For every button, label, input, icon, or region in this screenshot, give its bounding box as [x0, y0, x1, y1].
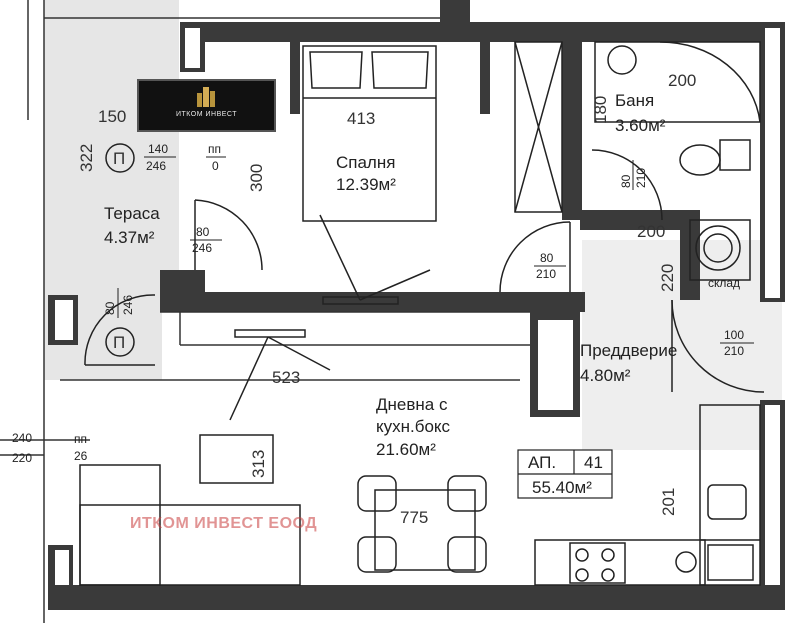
terrace-door-h: 246	[192, 241, 212, 255]
wall-dim-201: 201	[659, 488, 678, 516]
terrace-dim-a: 150	[98, 107, 126, 126]
bed	[302, 45, 437, 222]
window-top-w: 140	[148, 142, 168, 156]
entrance-door-h: 210	[724, 344, 744, 358]
window-top-pp-value: 0	[212, 159, 219, 173]
hall-dim-b: 220	[658, 264, 677, 292]
window-top-h: 246	[146, 159, 166, 173]
apartment-box	[517, 449, 613, 499]
watermark: ИТКОМ ИНВЕСТ ЕООД	[130, 515, 318, 532]
left-pp: пп	[74, 432, 87, 446]
storage-name: склад	[708, 276, 740, 290]
apartment-label: АП.	[528, 453, 556, 472]
living-name-2: кухн.бокс	[376, 417, 451, 436]
bath-fixtures	[594, 41, 761, 281]
door-labels: 80 210 80 210 80 246 100 210 80 246 140 …	[103, 142, 754, 358]
living-dim-c: 313	[249, 450, 268, 478]
window-top-pp: пп	[208, 142, 221, 156]
living-area: 21.60м²	[376, 440, 436, 459]
living-dim-b: 775	[400, 508, 428, 527]
building-icon	[197, 87, 215, 107]
window-left-h: 246	[121, 295, 135, 315]
terrace-dim-b: 322	[77, 144, 96, 172]
entrance-door-w: 100	[724, 328, 744, 342]
bathroom-area: 3.60м²	[615, 116, 666, 135]
wardrobe	[514, 41, 563, 213]
bathroom-dim-a: 200	[668, 71, 696, 90]
bathroom-dim-b: 180	[591, 96, 610, 124]
hall-dim-a: 200	[637, 222, 665, 241]
living-name-1: Дневна с	[376, 395, 448, 414]
thin-lines	[0, 0, 530, 623]
bedroom-height-dim: 300	[247, 164, 266, 192]
bathroom-name: Баня	[615, 91, 654, 110]
hall-name: Преддверие	[580, 341, 677, 360]
apartment-area: 55.40м²	[532, 478, 592, 497]
living-furniture	[79, 214, 487, 586]
living-dim-a: 523	[272, 368, 300, 387]
left-pp-value: 26	[74, 449, 88, 463]
bedroom-door-h: 210	[536, 267, 556, 281]
company-logo: ИТКОМ ИНВЕСТ	[137, 79, 276, 132]
bath-door-w: 80	[619, 174, 633, 188]
bedroom-dim: 413	[347, 109, 375, 128]
terrace-name: Тераса	[104, 204, 160, 223]
window-left-w: 80	[103, 301, 117, 315]
bedroom-name: Спалня	[336, 153, 395, 172]
terrace-door-w: 80	[196, 225, 210, 239]
hall-area: 4.80м²	[580, 366, 631, 385]
bath-door-h: 210	[634, 168, 648, 188]
p-marker-bottom: П	[113, 333, 125, 352]
kitchen	[534, 404, 761, 586]
terrace-area: 4.37м²	[104, 228, 155, 247]
door-swings	[84, 149, 765, 393]
p-marker-top: П	[113, 149, 125, 168]
terrace-floor	[44, 0, 179, 300]
logo-text: ИТКОМ ИНВЕСТ	[175, 111, 238, 118]
left-dim-a: 240	[12, 431, 32, 445]
bedroom-area: 12.39м²	[336, 175, 396, 194]
left-dim-b: 220	[12, 451, 32, 465]
p-markers: П П	[105, 143, 135, 357]
apartment-number: 41	[584, 453, 603, 472]
bedroom-door-w: 80	[540, 251, 554, 265]
